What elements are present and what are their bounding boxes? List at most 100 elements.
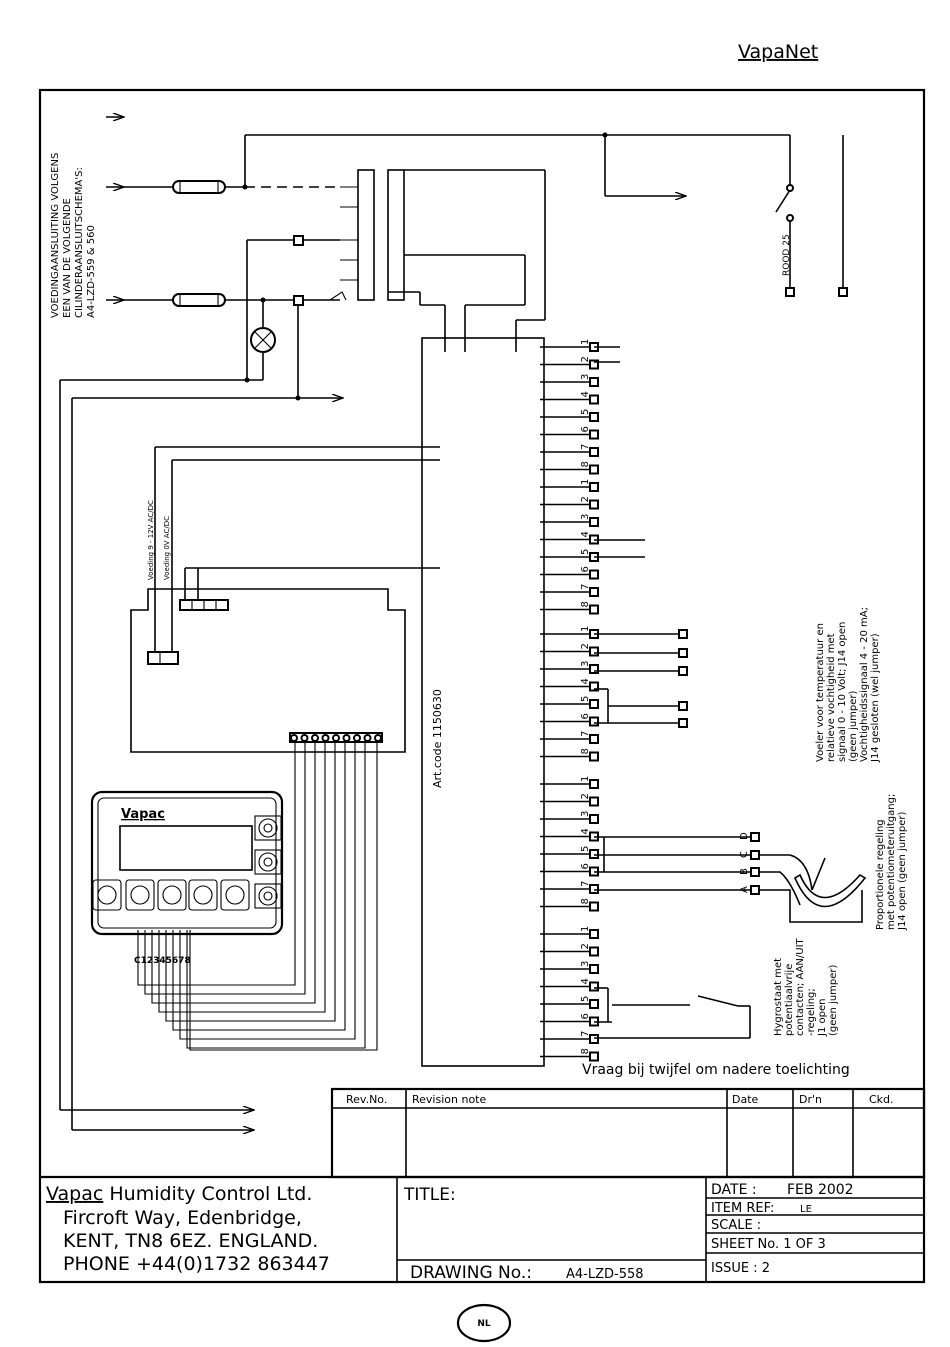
button-icon [97, 885, 117, 905]
drawing-frame [38, 88, 926, 1284]
ribbon-wire [179, 742, 356, 1040]
svg-text:Vapac: Vapac [121, 807, 165, 822]
controller-module: Vapac C12345678 [90, 790, 284, 966]
terminal-number: 3 [580, 514, 591, 520]
svg-text:Dr'n: Dr'n [799, 1093, 822, 1106]
terminal [589, 849, 599, 859]
terminal-number: 1 [580, 339, 591, 345]
terminal-number: 5 [580, 409, 591, 415]
drawing-label: DRAWING No.: [410, 1263, 532, 1283]
terminal [589, 447, 599, 457]
revision-table: Rev.No. Revision note Date Dr'n Ckd. [330, 1087, 926, 1179]
ribbon-pin [353, 734, 361, 742]
fuse-wiring [59, 132, 791, 1131]
svg-text:-regeling;: -regeling; [806, 988, 817, 1036]
svg-text:J1 open: J1 open [817, 999, 828, 1037]
footer-note: Vraag bij twijfel om nadere toelichting [582, 1062, 850, 1078]
terminal [589, 946, 599, 957]
ribbon-wire [186, 742, 366, 1049]
front-button [220, 879, 250, 911]
terminal-number: 3 [580, 811, 591, 817]
ribbon-cables [137, 734, 382, 1051]
company-address-2: KENT, TN8 6EZ. ENGLAND. [63, 1230, 318, 1252]
svg-text:met potentiometeruitgang;: met potentiometeruitgang; [886, 794, 897, 930]
terminal-number: 8 [580, 1048, 591, 1054]
svg-text:(geen jumper): (geen jumper) [848, 690, 859, 762]
front-button [92, 879, 122, 911]
terminal-number: 5 [580, 846, 591, 852]
ribbon-pin [342, 734, 351, 742]
svg-text:SHEET No. 1 OF 3: SHEET No. 1 OF 3 [711, 1237, 826, 1252]
svg-text:NL: NL [477, 1319, 491, 1329]
terminal-number: 8 [580, 898, 591, 904]
terminal [589, 587, 599, 597]
terminal [589, 646, 599, 657]
title-block: Vapac Humidity Control Ltd. Fircroft Way… [40, 1175, 924, 1283]
front-button [125, 879, 155, 911]
ribbon-wire [172, 742, 346, 1031]
svg-text:J14 gesloten (wel jumper): J14 gesloten (wel jumper) [870, 633, 881, 763]
svg-text:Voeding 9 - 12V AC/DC: Voeding 9 - 12V AC/DC [147, 500, 155, 580]
terminal-number: 7 [580, 584, 591, 590]
terminal [589, 929, 599, 939]
front-button [188, 879, 218, 911]
svg-text:contacten; AAN/UIT: contacten; AAN/UIT [795, 937, 806, 1036]
fuse-top [172, 180, 226, 194]
ribbon-pin [332, 734, 340, 742]
terminal [589, 964, 599, 974]
terminal [589, 981, 599, 992]
svg-text:ROOD 25: ROOD 25 [782, 234, 792, 276]
svg-text:A: A [739, 886, 750, 893]
ribbon-pin [363, 734, 372, 742]
terminal [589, 884, 599, 894]
svg-text:Date: Date [732, 1093, 759, 1106]
terminal [589, 796, 599, 807]
sensor-note: Voeler voor temperatuur en relatieve voc… [815, 607, 881, 763]
terminal-number: 1 [580, 626, 591, 632]
fuse-bottom [172, 293, 226, 307]
svg-text:Hygrostaat met: Hygrostaat met [773, 958, 784, 1036]
language-badge: NL [456, 1303, 512, 1343]
terminal [589, 814, 599, 824]
brand-logo: VapaNet [738, 41, 818, 63]
terminal-number: 1 [580, 926, 591, 932]
svg-text:Proportionele regeling: Proportionele regeling [875, 819, 886, 930]
knob-icon [258, 852, 278, 872]
button-icon [193, 885, 213, 905]
front-button [157, 879, 187, 911]
terminal [589, 517, 599, 527]
terminal-number: 4 [580, 678, 591, 684]
contactor [329, 169, 546, 352]
svg-text:A4-LZD-559 & 560: A4-LZD-559 & 560 [86, 225, 97, 318]
knob-icon [258, 886, 278, 906]
company-address-1: Fircroft Way, Edenbridge, [63, 1207, 302, 1229]
button-icon [162, 885, 182, 905]
terminal-number: 5 [580, 996, 591, 1002]
terminal [589, 716, 599, 727]
terminal-number: 2 [580, 496, 591, 502]
svg-text:Rev.No.: Rev.No. [346, 1093, 387, 1106]
terminal-number: 7 [580, 731, 591, 737]
svg-text:Voeding 0V AC/DC: Voeding 0V AC/DC [163, 516, 171, 580]
terminal-number: 1 [580, 479, 591, 485]
button-icon [225, 885, 245, 905]
terminal [589, 377, 599, 387]
terminal-number: 4 [580, 978, 591, 984]
ribbon-wire [165, 742, 336, 1022]
terminal [589, 779, 599, 789]
button-icon [130, 885, 150, 905]
terminal-number: 6 [580, 426, 591, 432]
terminal [589, 412, 599, 422]
terminal [589, 464, 599, 475]
svg-text:Voeler voor temperatuur en: Voeler voor temperatuur en [815, 623, 826, 762]
svg-text:SCALE :: SCALE : [711, 1218, 761, 1233]
potentiometer-wiring: D C B A [594, 832, 867, 923]
terminal [589, 699, 599, 709]
terminal [589, 604, 599, 615]
terminal-number: 3 [580, 374, 591, 380]
terminal [589, 394, 599, 405]
svg-text:B: B [739, 868, 750, 875]
terminal-number: 7 [580, 1031, 591, 1037]
